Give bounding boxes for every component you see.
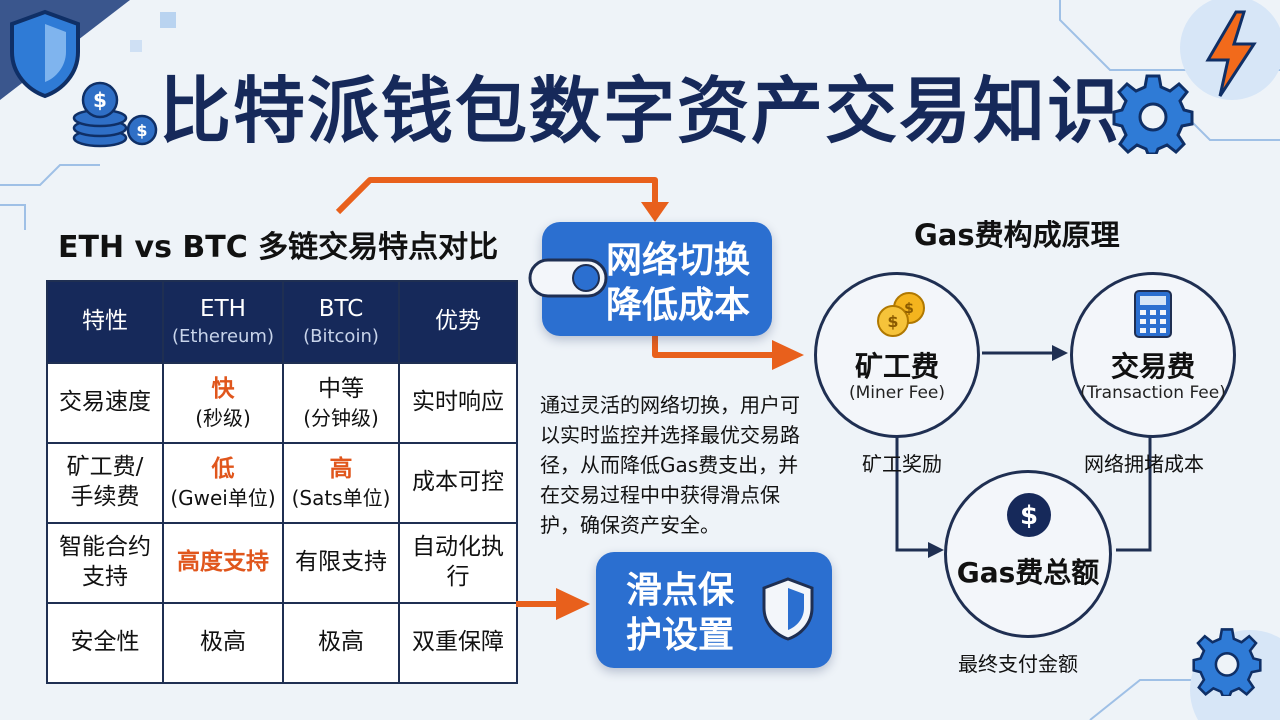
cell-advantage: 自动化执行	[398, 522, 518, 604]
coins-icon: $ $	[72, 81, 158, 148]
transaction-fee-label: 交易费	[1110, 350, 1195, 383]
gas-title: Gas费构成原理	[914, 218, 1120, 252]
cell-btc: 中等(分钟级)	[282, 362, 400, 444]
gear-icon-small	[1192, 628, 1262, 696]
final-payment-caption: 最终支付金额	[958, 652, 1078, 676]
slip-protection-box: 滑点保 护设置	[596, 552, 832, 668]
network-switch-line2: 降低成本	[606, 285, 751, 326]
shield-check-icon	[762, 577, 814, 641]
svg-text:$: $	[136, 121, 147, 140]
gas-total-label: Gas费总额	[956, 556, 1100, 589]
toggle-icon	[528, 258, 608, 298]
arrow-from-switch	[652, 336, 776, 358]
comparison-title: ETH vs BTC 多链交易特点对比	[58, 230, 499, 265]
cell-btc: 极高	[282, 602, 400, 684]
lightning-icon	[1205, 10, 1257, 97]
transaction-fee-sub: (Transaction Fee)	[1080, 383, 1226, 403]
header-feature: 特性	[46, 280, 164, 364]
svg-text:$: $	[93, 88, 107, 112]
cell-advantage: 双重保障	[398, 602, 518, 684]
cell-eth: 低(Gwei单位)	[162, 442, 284, 524]
table-header-row: 特性 ETH(Ethereum) BTC(Bitcoin) 优势	[46, 280, 518, 364]
header-btc: BTC(Bitcoin)	[282, 280, 400, 364]
network-switch-box: 网络切换 降低成本	[528, 222, 772, 336]
svg-text:$: $	[1020, 501, 1038, 531]
cell-eth: 快(秒级)	[162, 362, 284, 444]
cell-eth: 高度支持	[162, 522, 284, 604]
header-advantage: 优势	[398, 280, 518, 364]
cell-advantage: 成本可控	[398, 442, 518, 524]
cell-feature: 矿工费/手续费	[46, 442, 164, 524]
gold-coins-icon: $ $	[877, 292, 925, 337]
svg-text:$: $	[887, 312, 898, 331]
miner-fee-label: 矿工费	[854, 350, 939, 383]
cell-eth: 极高	[162, 602, 284, 684]
comparison-table: 特性 ETH(Ethereum) BTC(Bitcoin) 优势 交易速度 快(…	[46, 280, 518, 684]
cell-feature: 交易速度	[46, 362, 164, 444]
table-row: 智能合约支持 高度支持 有限支持 自动化执行	[46, 522, 518, 604]
table-row: 交易速度 快(秒级) 中等(分钟级) 实时响应	[46, 362, 518, 444]
svg-text:$: $	[904, 301, 914, 317]
table-row: 安全性 极高 极高 双重保障	[46, 602, 518, 684]
slip-line2: 护设置	[626, 615, 735, 656]
miner-reward-caption: 矿工奖励	[862, 452, 942, 476]
table-row: 矿工费/手续费 低(Gwei单位) 高(Sats单位) 成本可控	[46, 442, 518, 524]
slip-line1: 滑点保	[626, 570, 735, 611]
miner-fee-sub: (Miner Fee)	[848, 383, 946, 403]
cell-feature: 智能合约支持	[46, 522, 164, 604]
gas-total-circle: $ Gas费总额	[944, 470, 1112, 638]
description-text: 通过灵活的网络切换，用户可以实时监控并选择最优交易路径，从而降低Gas费支出，并…	[540, 393, 800, 537]
shield-icon	[10, 9, 80, 99]
network-switch-line1: 网络切换	[606, 240, 751, 281]
congestion-cost-caption: 网络拥堵成本	[1084, 452, 1204, 476]
dollar-icon: $	[1007, 493, 1051, 537]
miner-fee-circle: $ $ 矿工费 (Miner Fee)	[814, 272, 980, 438]
header-eth: ETH(Ethereum)	[162, 280, 284, 364]
page-title: 比特派钱包数字资产交易知识	[158, 69, 1121, 153]
cell-btc: 有限支持	[282, 522, 400, 604]
cell-btc: 高(Sats单位)	[282, 442, 400, 524]
cell-feature: 安全性	[46, 602, 164, 684]
gear-icon	[1112, 74, 1194, 154]
cell-advantage: 实时响应	[398, 362, 518, 444]
calculator-icon	[1134, 290, 1172, 338]
transaction-fee-circle: 交易费 (Transaction Fee)	[1070, 272, 1236, 438]
arrow-to-switch	[335, 177, 658, 215]
